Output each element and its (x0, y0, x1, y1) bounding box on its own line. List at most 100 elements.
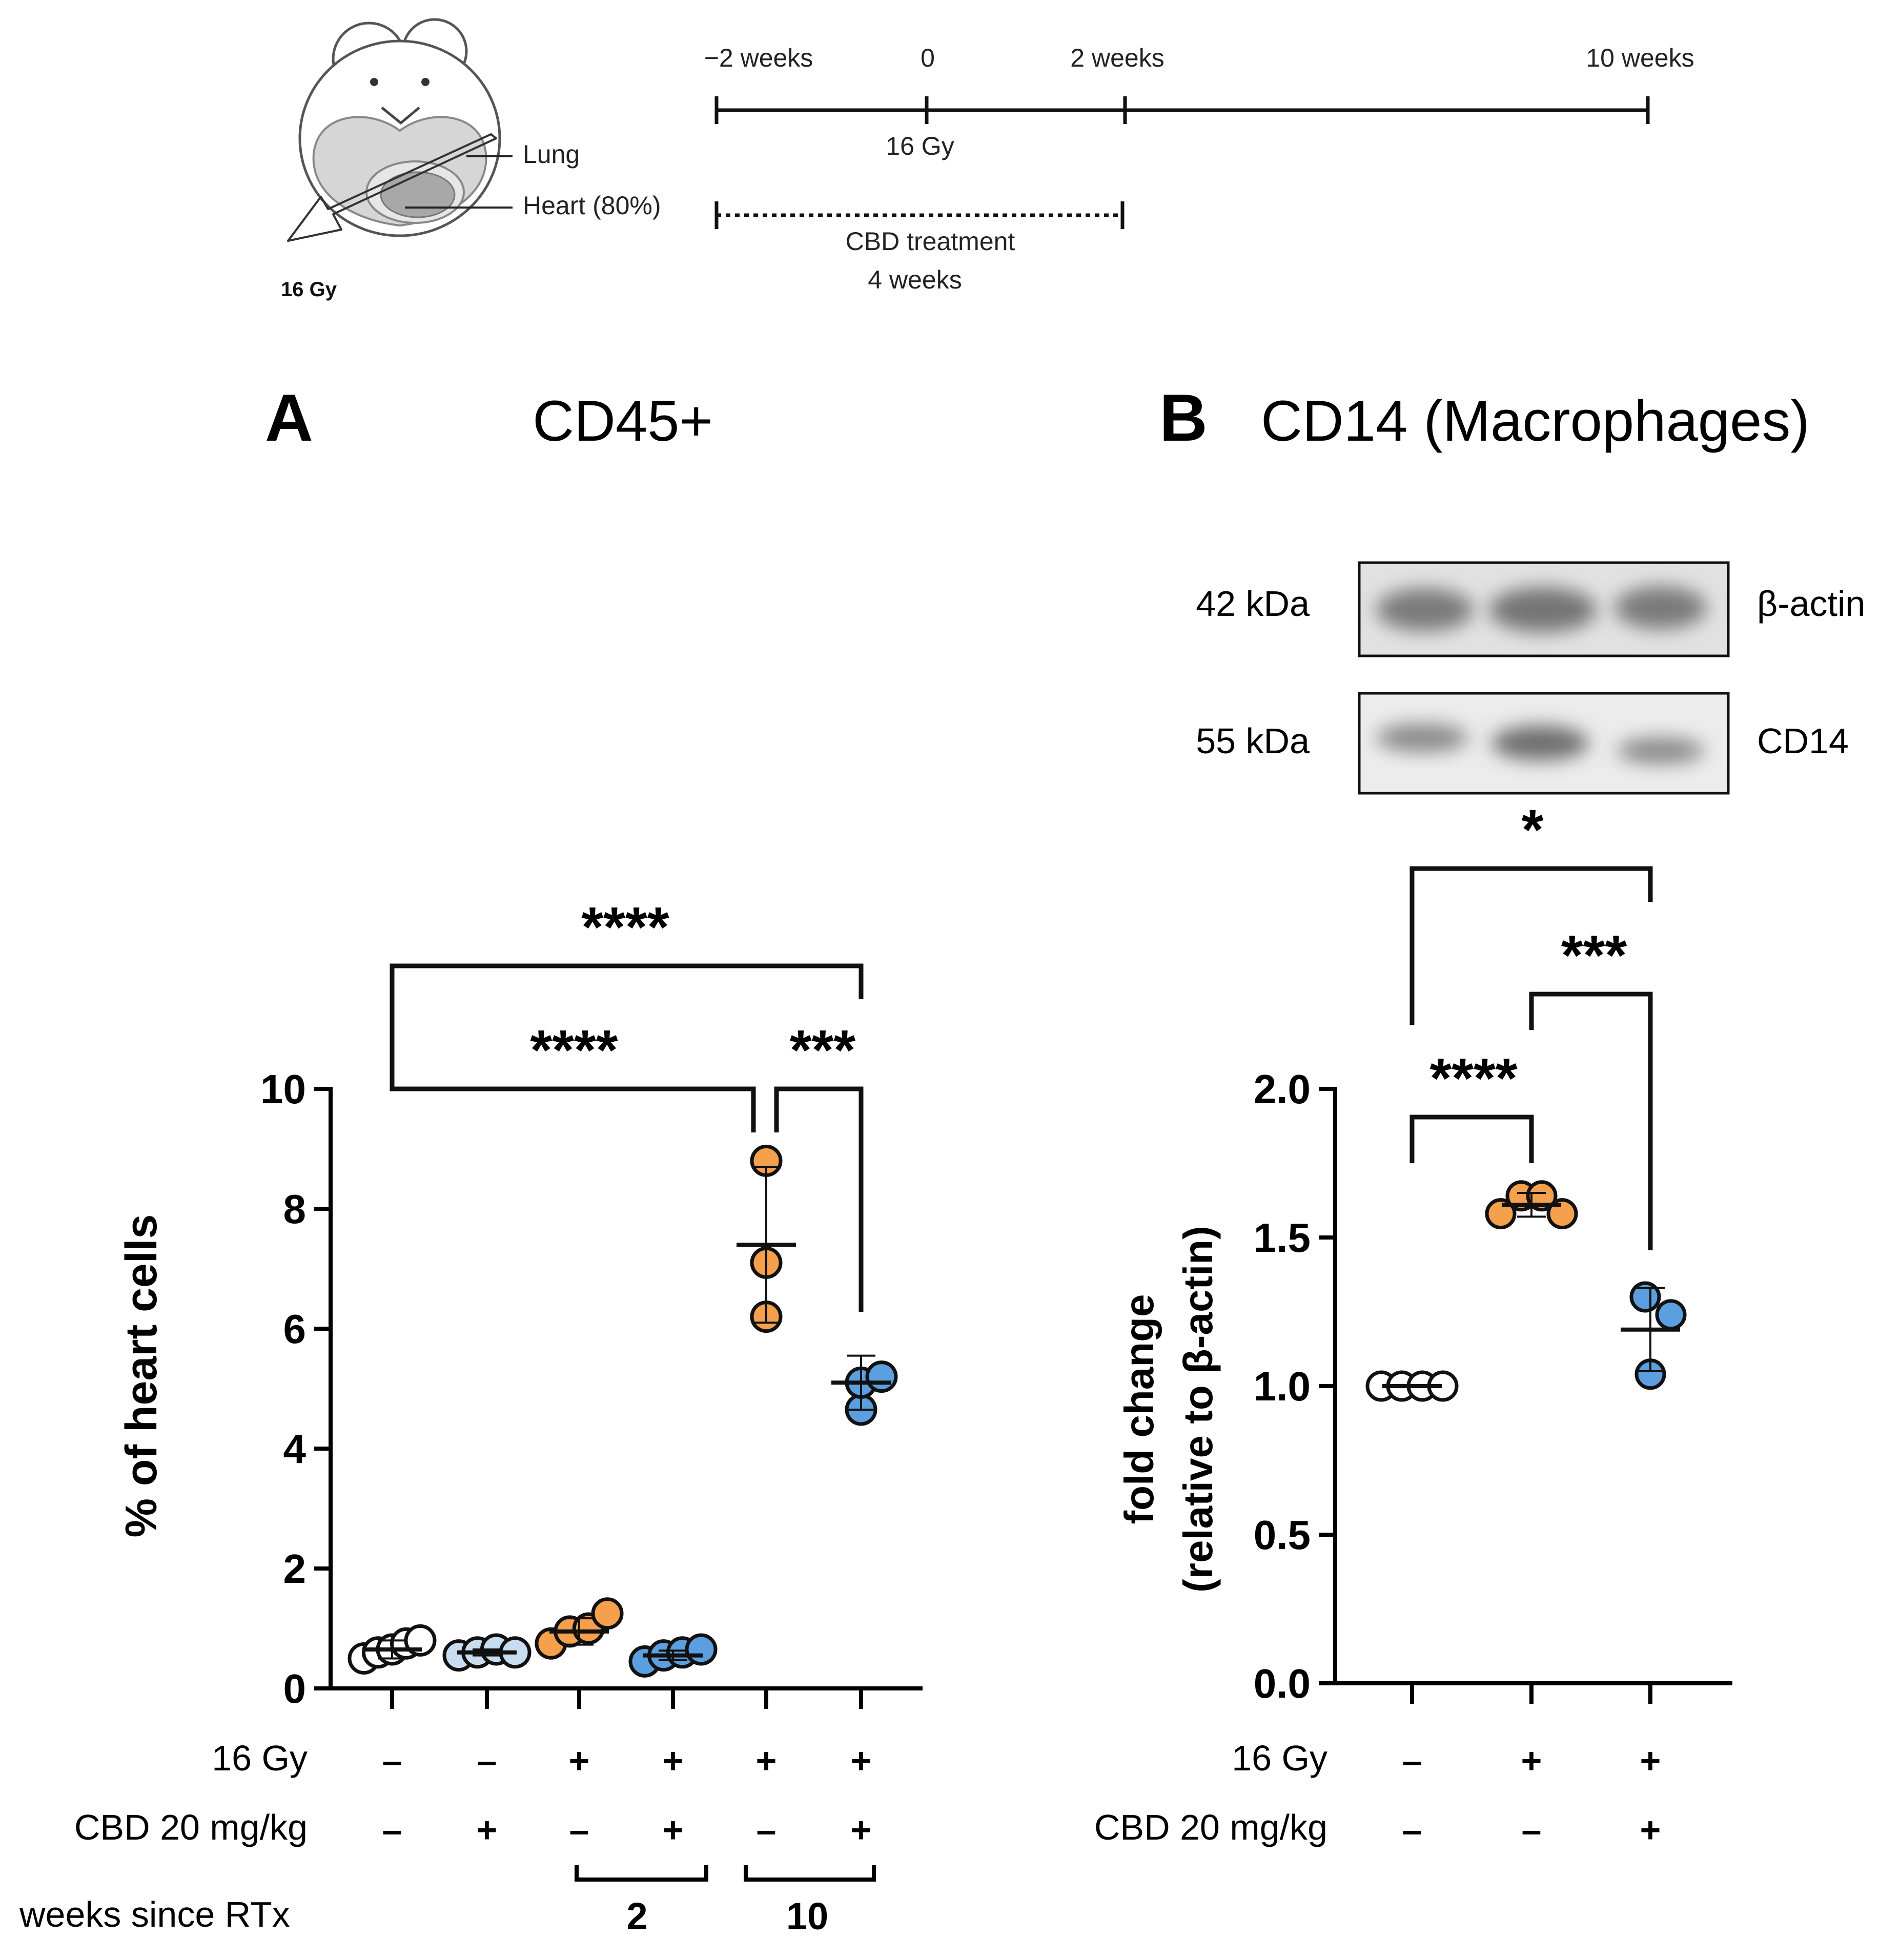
timeline-tick-label: 10 weeks (1586, 44, 1694, 72)
blot-band (1615, 586, 1707, 629)
significance-bracket (390, 1058, 756, 1132)
row-label-weeks: weeks since RTx (19, 1894, 290, 1934)
weeks-bracket-2 (575, 1865, 708, 1882)
condition-sign-16gy: – (382, 1741, 402, 1781)
condition-sign-cbd: – (382, 1810, 402, 1850)
panel-b-data (1365, 1180, 1687, 1402)
significance-label: * (1522, 798, 1544, 861)
panel-a-y-axis-label: % of heart cells (117, 1214, 166, 1538)
condition-sign-16gy: + (663, 1741, 684, 1781)
row-label-16gy: 16 Gy (1232, 1738, 1327, 1778)
mouse-eye-icon (421, 78, 430, 86)
significance-label: **** (1429, 1047, 1517, 1110)
weeks-group-label: 2 (626, 1895, 647, 1937)
condition-sign-16gy: – (477, 1741, 497, 1781)
significance-bracket (390, 963, 864, 1058)
blot-protein-label: CD14 (1757, 721, 1849, 761)
data-point (685, 1633, 718, 1666)
condition-sign-16gy: + (1521, 1741, 1542, 1781)
irradiation-label: 16 Gy (886, 132, 954, 160)
significance-label: **** (530, 1019, 618, 1082)
group-4 (628, 1633, 718, 1678)
panel-b-title: CD14 (Macrophages) (1261, 389, 1810, 453)
blot-protein-label: β-actin (1757, 584, 1865, 624)
significance-label: *** (1561, 924, 1627, 987)
condition-sign-cbd: + (1640, 1810, 1661, 1850)
timeline-tick-label: 2 weeks (1070, 44, 1164, 72)
group-1 (348, 1624, 437, 1675)
y-tick-label: 6 (283, 1306, 306, 1352)
significance-label: **** (581, 896, 669, 959)
blot-band (1491, 726, 1589, 760)
y-tick-label: 2.0 (1254, 1066, 1311, 1112)
weeks-bracket-10 (744, 1865, 876, 1882)
timeline-tick-label: −2 weeks (704, 44, 813, 72)
y-tick-label: 4 (283, 1426, 306, 1472)
blot-band (1489, 587, 1597, 632)
panel-b-letter: B (1159, 380, 1208, 455)
significance-bracket (774, 1086, 864, 1312)
radiation-beam-arrow-icon (287, 133, 497, 242)
blot-band (1376, 724, 1468, 752)
significance-bracket (1409, 1115, 1534, 1163)
row-label-cbd: CBD 20 mg/kg (1094, 1807, 1327, 1847)
y-tick-label: 10 (260, 1066, 306, 1112)
significance-bracket (1529, 992, 1653, 1250)
panel-a-condition-signs: – – + + + + – + – + – + (382, 1741, 872, 1850)
condition-sign-16gy: – (1402, 1741, 1422, 1781)
mouse-schematic: Lung Heart (80%) 16 Gy (281, 18, 661, 301)
data-point (591, 1597, 624, 1630)
condition-sign-16gy: + (1640, 1741, 1661, 1781)
group-3 (1621, 1281, 1687, 1390)
timeline: −2 weeks 0 2 weeks 10 weeks 16 Gy CBD tr… (704, 44, 1694, 294)
condition-sign-cbd: + (477, 1810, 498, 1850)
group-2 (442, 1633, 532, 1672)
panel-a-title: CD45+ (533, 389, 713, 453)
panel-a-significance: *********** (390, 896, 864, 1312)
significance-bracket (1409, 866, 1653, 1025)
row-label-16gy: 16 Gy (212, 1738, 308, 1778)
data-point (1629, 1281, 1661, 1313)
panel-b-y-axis-label-line1: fold change (1116, 1294, 1162, 1524)
group-5 (737, 1144, 796, 1333)
blot-kda-label: 42 kDa (1196, 584, 1310, 624)
blot-band (1376, 588, 1474, 631)
blot-band (1617, 737, 1704, 764)
weeks-group-label: 10 (786, 1895, 828, 1937)
significance-label: *** (790, 1019, 856, 1082)
panel-a-data (348, 1144, 898, 1678)
cbd-duration-label: 4 weeks (868, 265, 962, 294)
y-tick-label: 0.0 (1254, 1661, 1311, 1706)
group-2 (1485, 1180, 1578, 1230)
group-1 (1365, 1370, 1459, 1402)
y-tick-label: 1.5 (1254, 1215, 1311, 1261)
cbd-treatment-label: CBD treatment (846, 227, 1015, 256)
y-tick-label: 1.0 (1254, 1364, 1311, 1409)
panel-b-significance: ******** (1409, 798, 1653, 1250)
timeline-tick-label: 0 (921, 44, 935, 72)
condition-sign-16gy: + (851, 1741, 872, 1781)
condition-sign-cbd: + (851, 1810, 872, 1850)
panel-a-letter: A (265, 380, 313, 455)
condition-sign-16gy: + (756, 1741, 777, 1781)
condition-sign-cbd: – (569, 1810, 589, 1850)
western-blot: 42 kDa β-actin 55 kDa CD14 (1196, 561, 1865, 795)
blot-kda-label: 55 kDa (1196, 721, 1310, 761)
condition-sign-cbd: – (1522, 1810, 1542, 1850)
lung-label: Lung (523, 140, 580, 169)
condition-sign-cbd: – (757, 1810, 776, 1850)
data-point (1655, 1299, 1687, 1331)
group-6 (831, 1354, 898, 1426)
y-tick-label: 0.5 (1254, 1512, 1311, 1558)
mouse-eye-icon (370, 78, 378, 86)
y-tick-label: 0 (283, 1666, 306, 1711)
y-tick-label: 8 (283, 1186, 306, 1232)
mouse-mouth-icon (381, 107, 420, 125)
condition-sign-16gy: + (569, 1741, 590, 1781)
condition-sign-cbd: – (1402, 1810, 1422, 1850)
condition-sign-cbd: + (663, 1810, 684, 1850)
data-point (865, 1360, 898, 1393)
